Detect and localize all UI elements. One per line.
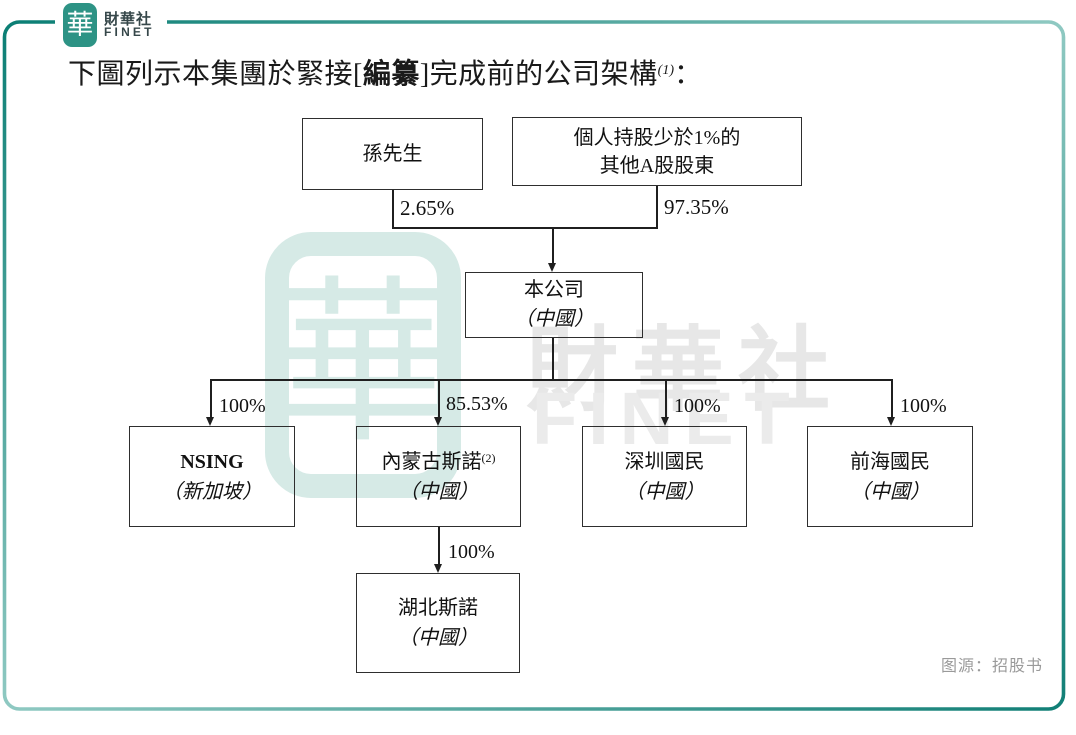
edge-to-company <box>552 228 554 264</box>
node-other-a-line1: 個人持股少於1%的 <box>573 126 741 149</box>
finet-brand: 華 財華社 FINET <box>55 0 167 50</box>
title-footnote-sup: (1) <box>657 63 674 78</box>
node-other-a-shareholders: 個人持股少於1%的 其他A股股東 <box>512 117 802 186</box>
edge-distribution <box>210 379 892 381</box>
node-qianhai-region: （中國） <box>850 480 930 503</box>
finet-logo-icon: 華 <box>63 3 97 47</box>
arrowhead-hubei <box>434 564 442 573</box>
pct-company-to-inner-mongolia: 85.53% <box>446 393 508 415</box>
title-bold: 編纂 <box>362 59 420 90</box>
node-other-a-line2: 其他A股股東 <box>599 154 715 177</box>
node-hubei-region: （中國） <box>398 627 478 649</box>
pct-company-to-shenzhen: 100% <box>674 395 721 417</box>
arrowhead-company <box>548 263 556 272</box>
inner-mongolia-footnote-sup: (2) <box>481 450 496 465</box>
source-note: 图源：招股书 <box>940 658 1043 675</box>
node-company-region: （中國） <box>514 308 594 330</box>
edge-drop-nsing <box>210 379 212 418</box>
finet-logo-glyph: 華 <box>66 9 94 40</box>
edge-public-down <box>656 186 658 228</box>
node-inner-mongolia-name: 內蒙古斯諾(2) <box>382 447 496 477</box>
pct-public-to-company: 97.35% <box>664 195 729 219</box>
pct-inner-mongolia-to-hubei: 100% <box>448 541 495 563</box>
arrowhead-inner-mongolia <box>434 417 442 426</box>
page-title: 下圖列示本集團於緊接[編纂]完成前的公司架構(1)： <box>68 52 703 92</box>
arrowhead-nsing <box>206 417 214 426</box>
edge-company-down <box>552 338 554 380</box>
node-hubei-name: 湖北斯諾 <box>398 597 478 619</box>
title-colon: ： <box>674 59 703 90</box>
node-shenzhen-region: （中國） <box>624 480 705 503</box>
edge-top-join <box>392 227 658 229</box>
node-hubei: 湖北斯諾 （中國） <box>356 573 520 673</box>
node-shenzhen-name: 深圳國民 <box>624 450 705 473</box>
node-nsing-name: NSING <box>180 450 244 473</box>
node-mr-sun-name: 孫先生 <box>362 143 423 165</box>
arrowhead-shenzhen <box>661 417 669 426</box>
brand-name-en: FINET <box>104 25 155 39</box>
node-company-name: 本公司 <box>524 279 584 301</box>
edge-drop-inner-mongolia <box>438 379 440 418</box>
node-nsing-region: （新加坡） <box>162 480 262 503</box>
node-inner-mongolia-region: （中國） <box>398 480 479 503</box>
arrowhead-qianhai <box>887 417 895 426</box>
pct-company-to-nsing: 100% <box>219 395 266 417</box>
node-qianhai-name: 前海國民 <box>850 450 930 473</box>
edge-drop-qianhai <box>891 379 893 418</box>
pct-company-to-qianhai: 100% <box>900 395 947 417</box>
node-qianhai: 前海國民 （中國） <box>807 426 973 527</box>
node-shenzhen: 深圳國民 （中國） <box>582 426 747 527</box>
node-nsing: NSING （新加坡） <box>129 426 295 527</box>
inner-mongolia-label: 內蒙古斯諾 <box>381 450 482 473</box>
node-mr-sun: 孫先生 <box>302 118 483 190</box>
title-pre: 下圖列示本集團於緊接[ <box>68 59 363 90</box>
edge-drop-shenzhen <box>665 379 667 418</box>
pct-sun-to-company: 2.65% <box>400 196 455 220</box>
edge-sun-down <box>392 190 394 228</box>
node-inner-mongolia: 內蒙古斯諾(2) （中國） <box>356 426 521 527</box>
title-mid: ]完成前的公司架構 <box>419 59 658 90</box>
edge-drop-hubei <box>438 527 440 565</box>
brand-name-zh: 財華社 <box>104 11 153 28</box>
node-company: 本公司 （中國） <box>465 272 643 338</box>
